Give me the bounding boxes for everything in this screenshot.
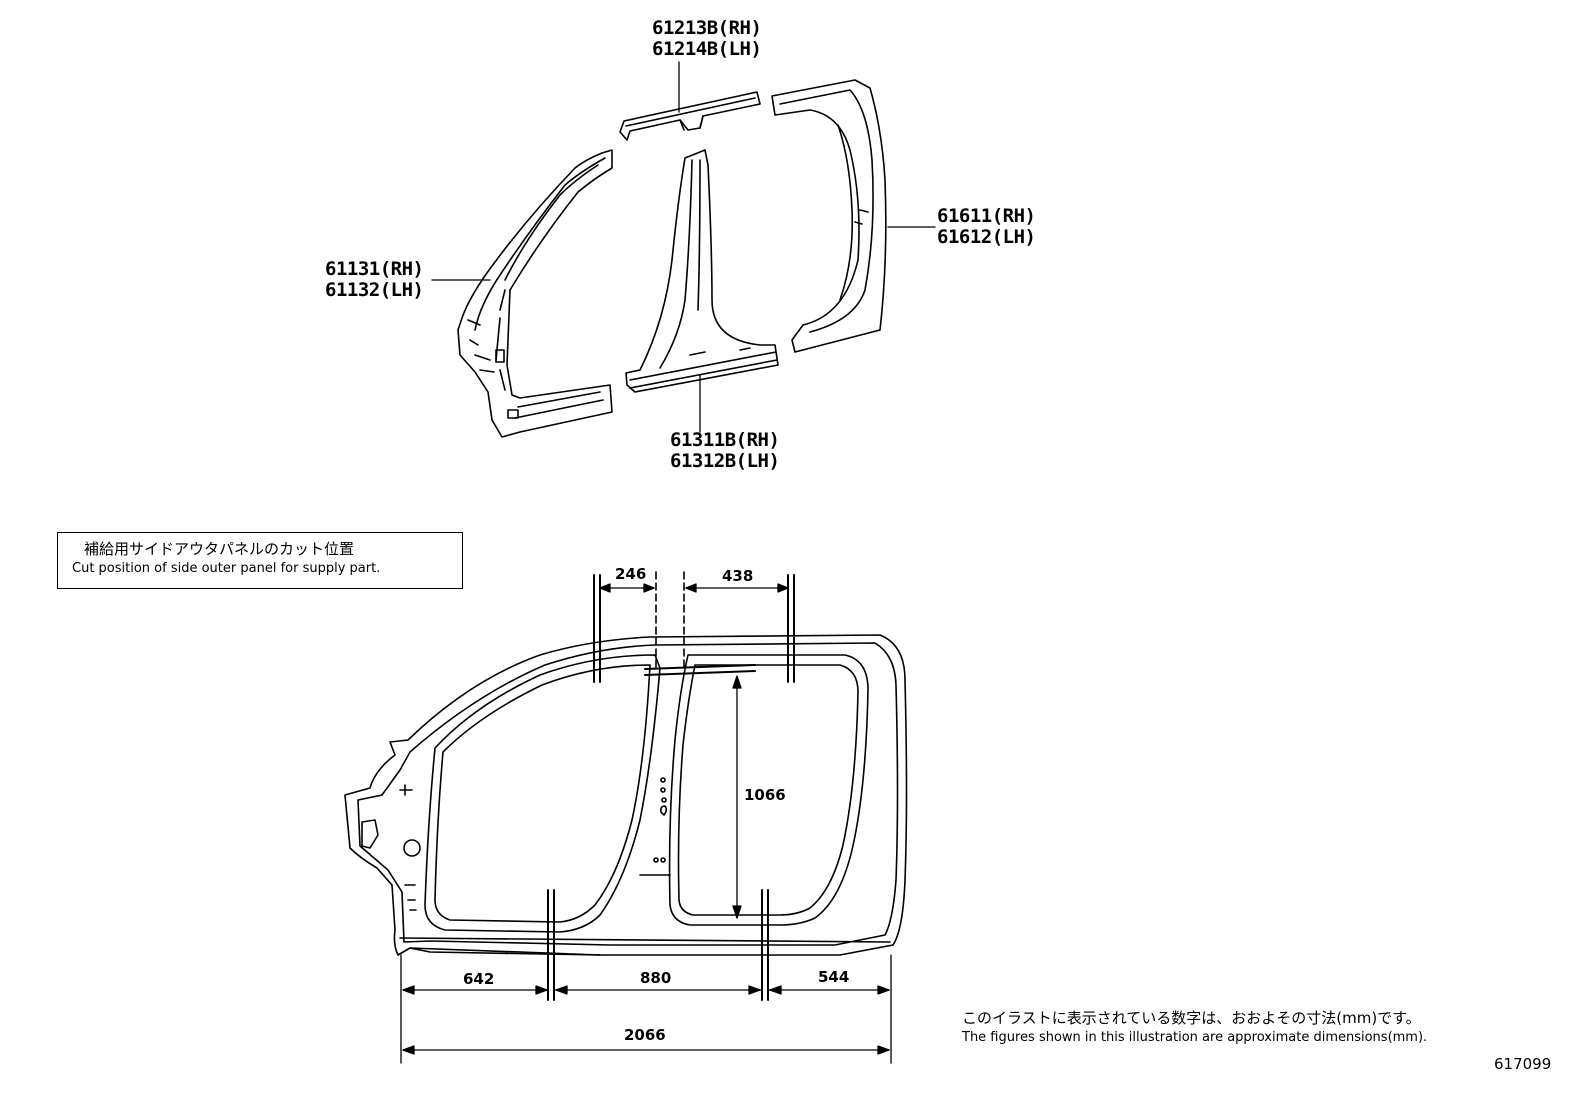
part-number-rh: 61131(RH) bbox=[325, 258, 424, 280]
part-label-rear-panel: 61611(RH) 61612(LH) bbox=[937, 205, 1036, 248]
rear-quarter-part bbox=[771, 79, 887, 353]
part-number-rh: 61311B(RH) bbox=[670, 429, 780, 451]
dimension-lines bbox=[400, 583, 892, 1064]
assembled-side-panel bbox=[344, 634, 908, 956]
part-label-roof-side: 61213B(RH) 61214B(LH) bbox=[652, 17, 762, 60]
roof-rail-part bbox=[619, 91, 761, 141]
dimension-880: 880 bbox=[640, 969, 672, 987]
dimension-246: 246 bbox=[615, 565, 647, 583]
dimension-1066: 1066 bbox=[744, 786, 786, 804]
note-jp-text: 補給用サイドアウタパネルのカット位置 bbox=[84, 540, 355, 558]
dashed-cut-lines bbox=[655, 571, 685, 669]
part-label-center-pillar: 61311B(RH) 61312B(LH) bbox=[670, 429, 780, 472]
dimension-544: 544 bbox=[818, 968, 850, 986]
part-label-front-pillar: 61131(RH) 61132(LH) bbox=[325, 258, 424, 301]
center-pillar-part bbox=[625, 149, 779, 393]
figure-id: 617099 bbox=[1494, 1055, 1552, 1073]
dimension-438: 438 bbox=[722, 567, 754, 585]
front-pillar-part bbox=[457, 149, 613, 438]
footnote-en-text: The figures shown in this illustration a… bbox=[962, 1030, 1428, 1045]
part-number-lh: 61214B(LH) bbox=[652, 38, 762, 60]
leader-lines bbox=[431, 61, 936, 433]
part-number-lh: 61312B(LH) bbox=[670, 450, 780, 472]
footnote: このイラストに表示されている数字は、おおよその寸法(mm)です。 The fig… bbox=[962, 1008, 1562, 1047]
part-number-lh: 61132(LH) bbox=[325, 279, 424, 301]
part-number-lh: 61612(LH) bbox=[937, 226, 1036, 248]
dimension-642: 642 bbox=[463, 970, 495, 988]
note-en-text: Cut position of side outer panel for sup… bbox=[72, 561, 381, 576]
dimension-2066: 2066 bbox=[624, 1026, 666, 1044]
footnote-jp-text: このイラストに表示されている数字は、おおよその寸法(mm)です。 bbox=[962, 1009, 1421, 1027]
cut-position-note-box: 補給用サイドアウタパネルのカット位置 Cut position of side … bbox=[57, 532, 463, 589]
part-number-rh: 61213B(RH) bbox=[652, 17, 762, 39]
cut-lines bbox=[547, 574, 795, 1001]
part-number-rh: 61611(RH) bbox=[937, 205, 1036, 227]
